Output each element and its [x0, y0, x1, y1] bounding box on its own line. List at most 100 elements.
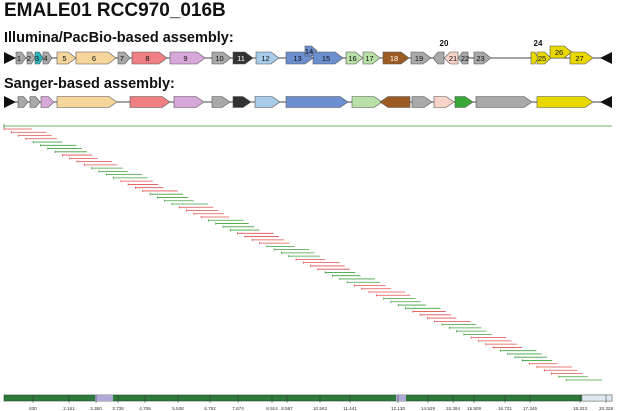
sanger-gene-11: [351, 96, 383, 108]
axis-tick-label: 10.562: [313, 406, 327, 411]
sanger-gene-8: [232, 96, 252, 108]
illumina-start-marker: [4, 52, 16, 64]
illumina-gene-1-label: 1: [17, 54, 21, 63]
illumina-gene-25-label: 25: [538, 54, 546, 63]
illumina-gene-12-label: 12: [261, 54, 269, 63]
sanger-assembly-label: Sanger-based assembly:: [4, 76, 175, 92]
axis-tick-label: 6.792: [204, 406, 216, 411]
sanger-gene-3: [40, 96, 55, 108]
axis-tick-label: 4.706: [139, 406, 151, 411]
illumina-gene-2: [26, 51, 36, 65]
page-title: EMALE01 RCC970_016B: [4, 0, 226, 21]
illumina-gene-19: [410, 51, 432, 65]
axis-tick-label: 18.323: [573, 406, 587, 411]
illumina-gene-27-label: 27: [575, 54, 583, 63]
sanger-gene-2: [29, 96, 41, 108]
sanger-gene-12: [379, 96, 411, 108]
illumina-gene-11-label: 11: [237, 54, 245, 63]
illumina-gene-5: [56, 51, 77, 65]
illumina-gene-6-label: 6: [92, 54, 96, 63]
sanger-gene-6: [173, 96, 205, 108]
axis-tick-label: 15.394: [446, 406, 460, 411]
axis-tick-label: 12.130: [391, 406, 405, 411]
illumina-gene-8: [131, 51, 168, 65]
illumina-gene-26: [549, 45, 573, 59]
illumina-gene-18: [382, 51, 410, 65]
illumina-gene-23: [473, 51, 492, 65]
illumina-gene-24-label: 24: [534, 39, 543, 48]
illumina-gene-10: [211, 51, 232, 65]
axis-tick-label: 20.328: [599, 406, 613, 411]
illumina-gene-16-label: 16: [348, 54, 356, 63]
illumina-gene-15-label: 15: [322, 54, 330, 63]
illumina-gene-2-label: 2: [27, 54, 31, 63]
illumina-gene-22-label: 22: [461, 54, 469, 63]
axis-tick-label: 5.538: [172, 406, 184, 411]
axis-tick-label: 3.360: [90, 406, 102, 411]
illumina-gene-7-label: 7: [120, 54, 124, 63]
illumina-gene-27: [569, 51, 594, 65]
illumina-gene-17-label: 17: [365, 54, 373, 63]
sanger-gene-10: [285, 96, 349, 108]
axis-tick-label: 15.509: [467, 406, 481, 411]
illumina-gene-10-label: 10: [215, 54, 223, 63]
illumina-gene-3-label: 3: [35, 54, 39, 63]
illumina-gene-6: [75, 51, 117, 65]
illumina-gene-9-label: 9: [183, 54, 187, 63]
illumina-gene-12: [255, 51, 280, 65]
axis-tick-label: 17.345: [523, 406, 537, 411]
illumina-gene-5-label: 5: [62, 54, 66, 63]
sanger-gene-5: [129, 96, 171, 108]
axis-gap-1: [95, 395, 113, 401]
axis-end-block: [581, 394, 613, 402]
axis-tick-label: 8.914: [266, 406, 278, 411]
illumina-gene-13-label: 13: [293, 54, 301, 63]
sanger-gene-4: [56, 96, 118, 108]
illumina-gene-24: [530, 51, 539, 65]
illumina-gene-23-label: 23: [476, 54, 484, 63]
sanger-gene-13: [411, 96, 433, 108]
illumina-gene-26-label: 26: [555, 48, 563, 57]
illumina-gene-14-label: 14: [305, 47, 313, 56]
illumina-gene-9: [169, 51, 206, 65]
illumina-gene-4-label: 4: [43, 54, 47, 63]
axis-tick-label: 16.731: [498, 406, 512, 411]
illumina-gene-18-label: 18: [390, 54, 398, 63]
illumina-gene-21-label: 21: [449, 54, 457, 63]
illumina-gene-19-label: 19: [415, 54, 423, 63]
axis-tick-label: 7.674: [232, 406, 244, 411]
axis-tick-label: 830: [29, 406, 37, 411]
illumina-gene-4: [42, 51, 53, 65]
sanger-gene-9: [254, 96, 281, 108]
illumina-gene-7: [117, 51, 131, 65]
sanger-end-marker: [600, 96, 612, 108]
illumina-gene-21: [443, 51, 459, 65]
illumina-gene-22: [457, 51, 469, 65]
axis-tick-label: 3.736: [112, 406, 124, 411]
sanger-gene-1: [17, 96, 29, 108]
illumina-gene-20-label: 20: [440, 39, 449, 48]
illumina-gene-8-label: 8: [145, 54, 149, 63]
illumina-gene-20: [432, 51, 445, 65]
sanger-gene-14: [433, 96, 455, 108]
sanger-gene-7: [211, 96, 231, 108]
illumina-assembly-label: Illumina/PacBio-based assembly:: [4, 30, 234, 46]
axis-tick-label: 14.529: [421, 406, 435, 411]
illumina-gene-15: [312, 51, 344, 65]
sanger-start-marker: [4, 96, 16, 108]
illumina-gene-3: [34, 51, 44, 65]
illumina-gene-25: [536, 51, 552, 65]
axis-tick-label: 8.587: [281, 406, 293, 411]
axis-tick-label: 11.441: [343, 406, 357, 411]
illumina-gene-17: [362, 51, 381, 65]
sanger-gene-17: [536, 96, 594, 108]
illumina-end-marker: [600, 52, 612, 64]
illumina-gene-11: [232, 51, 254, 65]
axis-gap-2: [396, 395, 406, 401]
sanger-gene-16: [475, 96, 533, 108]
axis-tick-label: 2.161: [63, 406, 75, 411]
sanger-gene-15: [454, 96, 474, 108]
illumina-gene-1: [15, 51, 27, 65]
illumina-gene-16: [345, 51, 364, 65]
